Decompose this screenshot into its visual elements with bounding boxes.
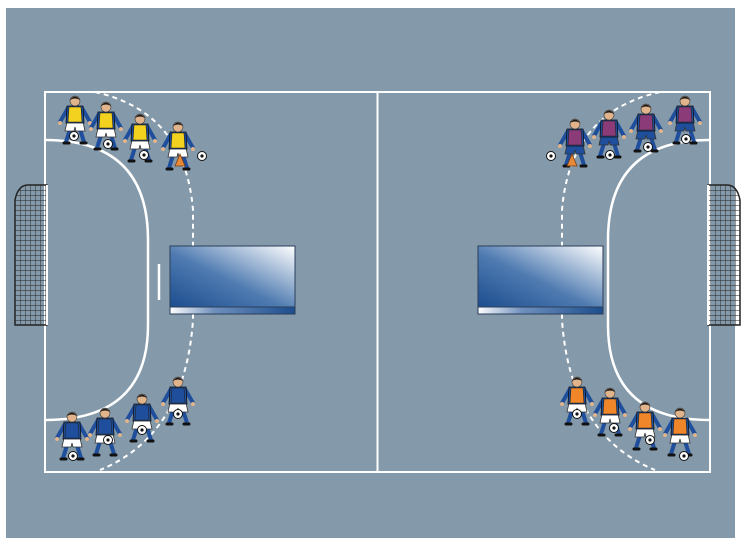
ball (644, 143, 653, 152)
ball (104, 436, 113, 445)
ball (138, 426, 147, 435)
ball (682, 135, 691, 144)
ball (69, 452, 78, 461)
right-goal (708, 185, 740, 325)
ball (140, 151, 149, 160)
ball (174, 410, 183, 419)
ball (606, 151, 615, 160)
ball (573, 410, 582, 419)
ball (547, 152, 556, 161)
right-mat (478, 246, 603, 314)
ball (70, 132, 79, 141)
ball (610, 424, 619, 433)
ball (198, 152, 207, 161)
court-floor (6, 8, 735, 538)
left-goal (15, 185, 47, 325)
ball (646, 436, 655, 445)
ball (680, 452, 689, 461)
left-mat (170, 246, 295, 314)
ball (104, 140, 113, 149)
